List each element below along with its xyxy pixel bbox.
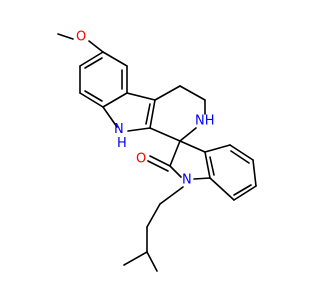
bond-c4-c3 xyxy=(179,85,206,101)
bond-spiro-co xyxy=(169,140,181,167)
bond-c4b-c4 xyxy=(154,85,181,101)
amine-nh-label: NH xyxy=(195,114,215,129)
bond-c4b-c9a xyxy=(149,99,156,129)
bond-c4-c5 xyxy=(229,144,254,161)
bond-c2-o-a xyxy=(149,155,171,167)
bond-c3a-c4 xyxy=(204,144,231,153)
bond-c8a-c8 xyxy=(79,92,104,108)
bond-ch-me1 xyxy=(123,251,148,266)
bond-c6-c7 xyxy=(233,185,257,201)
bond-c4b-c9a-inner xyxy=(145,103,151,125)
methoxy-oxygen-label: O xyxy=(76,30,86,45)
bond-c4a-c8a xyxy=(102,92,128,108)
bond-c5-c6 xyxy=(252,159,257,187)
bond-methyl-o xyxy=(57,33,74,40)
bond-c3a-c7a xyxy=(204,151,211,179)
bond-o-c6 xyxy=(88,40,104,53)
bond-c8a-c8-inner xyxy=(84,90,103,102)
bond-ch2-ch2 xyxy=(146,203,161,228)
bond-c7-c6-inner xyxy=(84,57,103,69)
bond-n2-c1 xyxy=(179,127,197,142)
bond-c6-c7-inner xyxy=(233,184,252,196)
lactam-n-label: N xyxy=(182,173,192,188)
carbonyl-oxygen-label: O xyxy=(136,152,146,167)
bond-c3a-c7a-inner xyxy=(209,156,215,176)
bond-n-ch2 xyxy=(159,186,184,205)
bond-c2-o-b xyxy=(147,160,169,172)
bond-c1-c9a xyxy=(149,127,181,142)
bond-c9a-n9 xyxy=(127,127,151,132)
bond-c4a-c4b xyxy=(126,92,156,101)
indole-nh-label: HN xyxy=(114,122,127,151)
chemical-structure-diagram: O HN NH O N xyxy=(57,30,257,272)
bond-n-c7a xyxy=(193,177,211,180)
bond-co-n xyxy=(169,165,182,178)
bond-c6-c5 xyxy=(102,51,128,67)
bond-ch-me2 xyxy=(146,251,158,272)
bond-c7-c6 xyxy=(79,51,104,67)
bond-n9-c8a xyxy=(102,106,118,128)
bond-spiro-c3a xyxy=(179,140,206,153)
bond-c4-c5-inner xyxy=(230,150,250,164)
bond-c7-c7a xyxy=(209,177,235,201)
